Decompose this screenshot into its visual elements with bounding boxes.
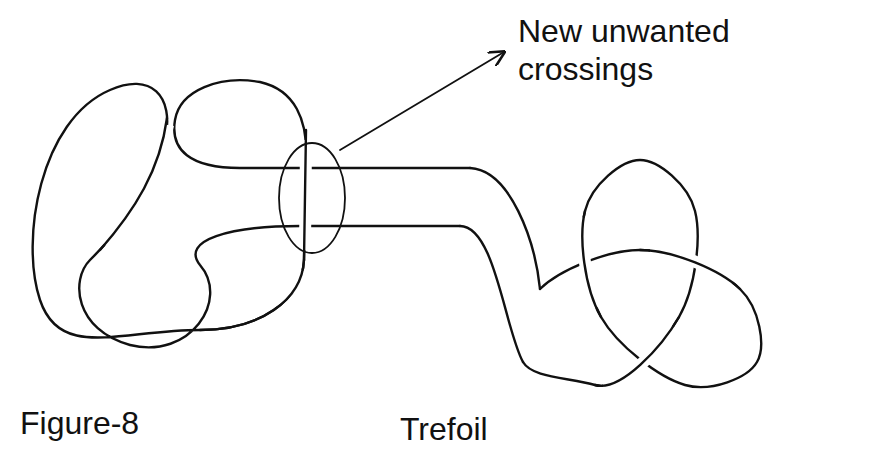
trefoil-knot — [523, 160, 761, 387]
crossing-gap — [603, 327, 673, 386]
callout-note: New unwanted crossings — [518, 12, 768, 89]
crossing-strand — [582, 211, 601, 317]
crossing-strand — [100, 118, 167, 250]
leader-arrow — [340, 52, 504, 150]
crossing-strand — [200, 260, 304, 330]
highlight-ellipse — [279, 143, 345, 253]
band-strand — [470, 168, 540, 289]
crossing-gap — [650, 250, 732, 283]
knot-name: Trefoil — [400, 410, 560, 448]
crossing-strand — [595, 317, 679, 386]
figure-eight-knot — [33, 80, 470, 347]
knot-name: Figure-8 — [20, 404, 220, 442]
band-strand — [460, 226, 523, 362]
crossing-gap — [105, 125, 168, 245]
crossing-strand — [640, 250, 740, 289]
crossing-strand — [304, 130, 306, 260]
